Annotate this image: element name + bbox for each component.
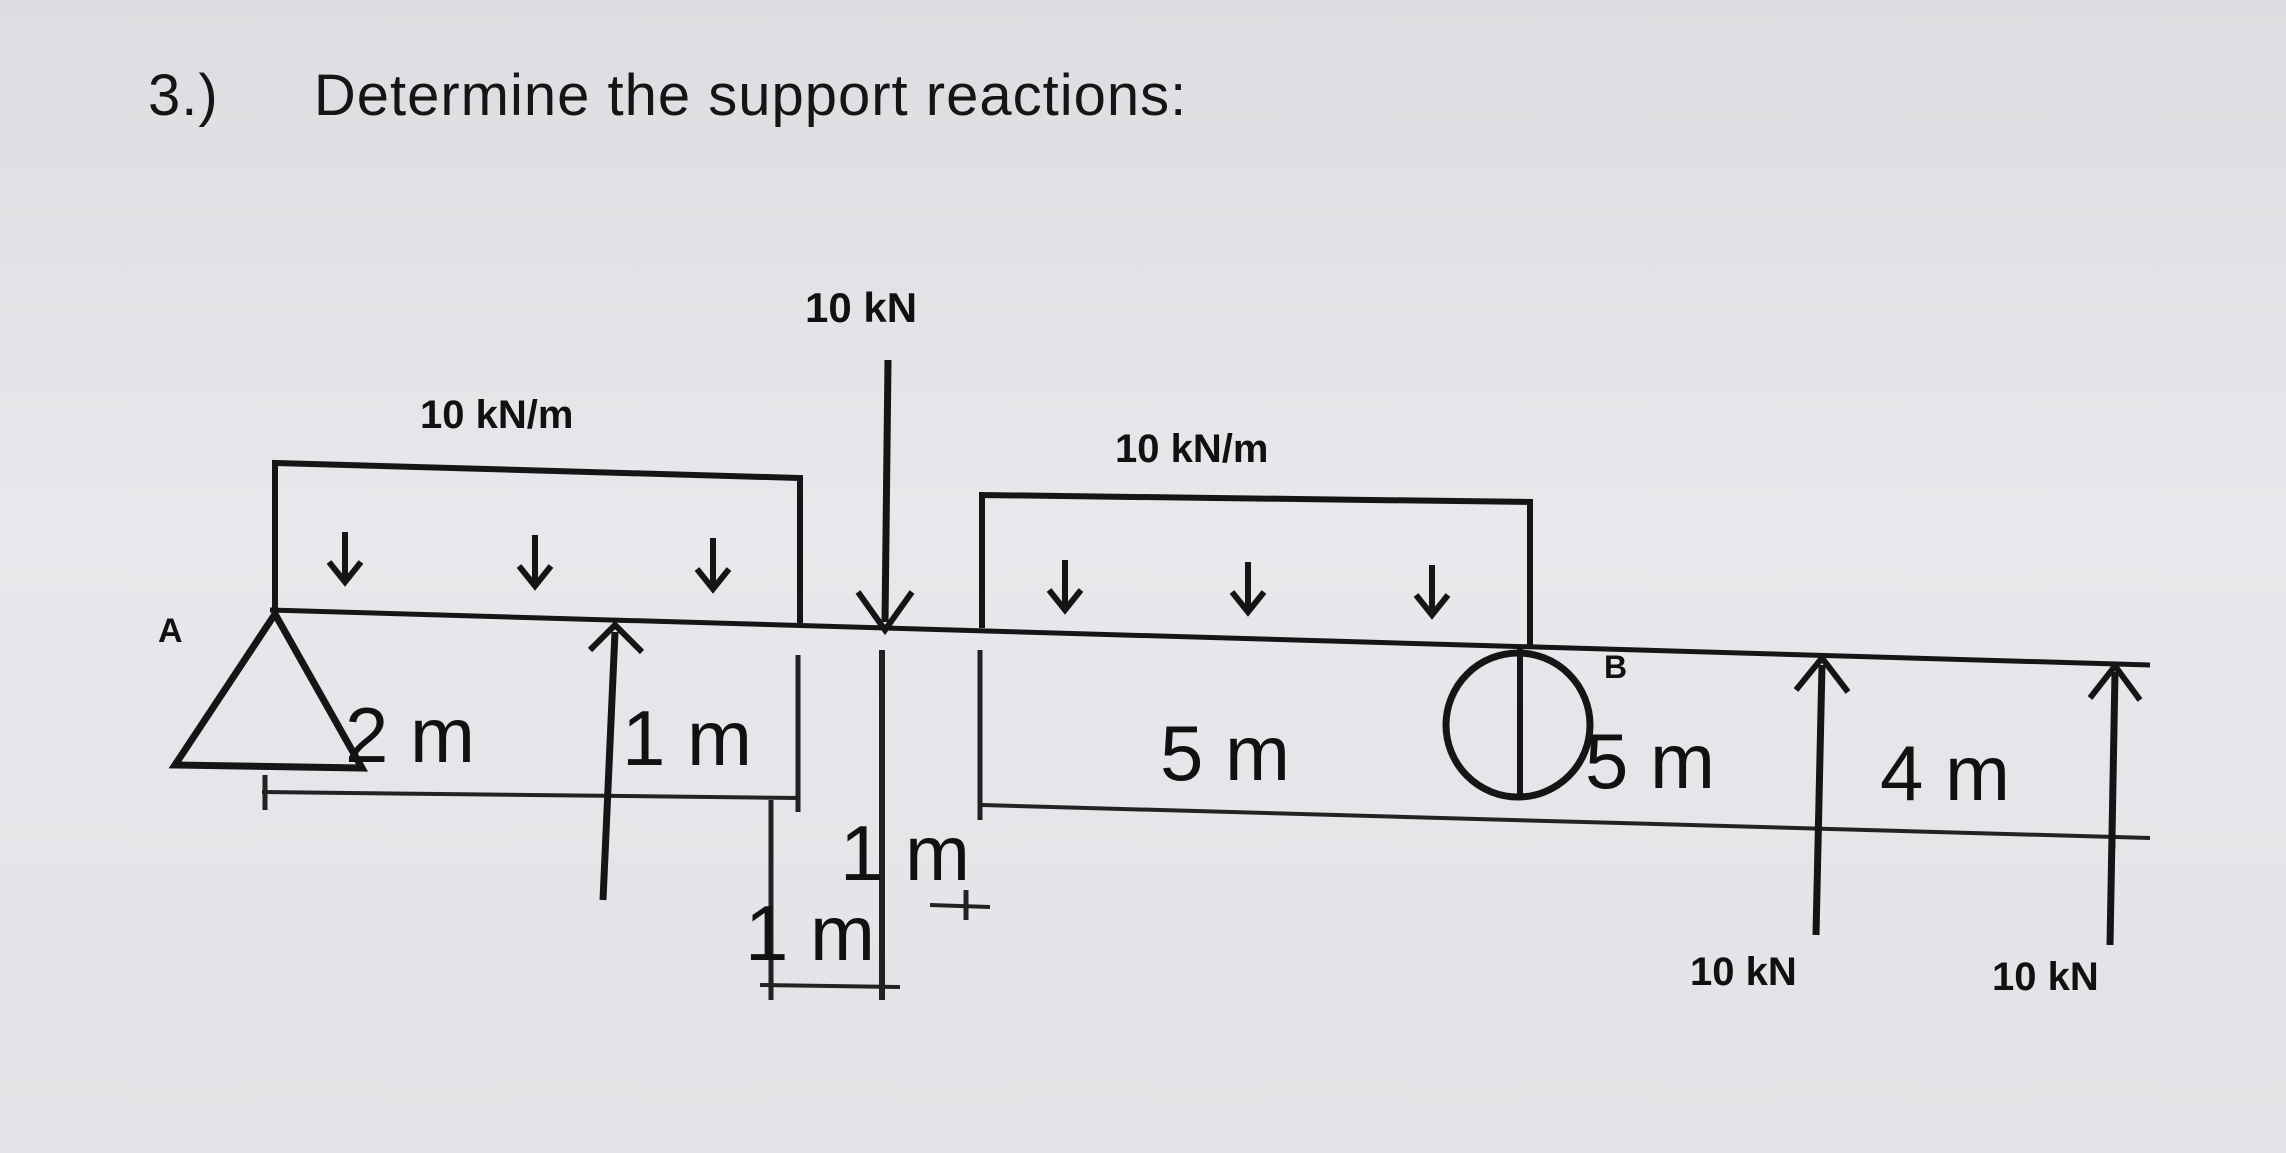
udl-right-arrow <box>1229 562 1267 617</box>
point-load-top <box>855 359 915 636</box>
dim-label-seg-1: 2 m <box>345 691 475 779</box>
dim-label-seg-4: 1 m <box>745 889 875 977</box>
roller-support-b <box>1442 648 1594 801</box>
problem-header: 3.) Determine the support reactions: <box>148 62 1187 129</box>
dim-label-seg-7: 4 m <box>1880 729 2010 817</box>
problem-prompt: Determine the support reactions: <box>313 63 1188 128</box>
udl-left <box>272 459 803 625</box>
point-load-bottom-1-label: 10 kN <box>1690 950 1797 994</box>
point-load-bottom-2 <box>2087 661 2143 946</box>
udl-right <box>979 491 1533 645</box>
dim-label-seg-6: 5 m <box>1585 717 1715 805</box>
udl-right-arrow <box>1413 565 1451 620</box>
dim-label-seg-3: 1 m <box>840 809 970 897</box>
udl-left-label: 10 kN/m <box>420 393 573 437</box>
dim-line-mid-2 <box>759 983 901 989</box>
point-load-top-label: 10 kN <box>805 284 917 331</box>
udl-right-arrow <box>1046 560 1084 615</box>
point-a-label: A <box>158 612 183 650</box>
point-b-label: B <box>1604 649 1627 685</box>
dim-label-seg-2: 1 m <box>622 694 752 782</box>
udl-left-arrow <box>516 535 554 591</box>
point-load-bottom-1 <box>1793 653 1851 936</box>
up-arrow-mid-left <box>587 620 645 901</box>
udl-left-arrow <box>694 538 732 594</box>
dim-line-right <box>981 803 2151 840</box>
dim-label-seg-5: 5 m <box>1160 709 1290 797</box>
udl-right-label: 10 kN/m <box>1115 427 1268 471</box>
problem-number: 3.) <box>148 63 219 128</box>
pin-support-a <box>168 607 369 772</box>
udl-left-arrow <box>326 532 364 587</box>
dim-line-mid-1 <box>929 903 991 909</box>
beam-top-edge <box>269 607 2151 668</box>
dim-line-left <box>261 790 801 800</box>
point-load-bottom-2-label: 10 kN <box>1992 955 2099 999</box>
